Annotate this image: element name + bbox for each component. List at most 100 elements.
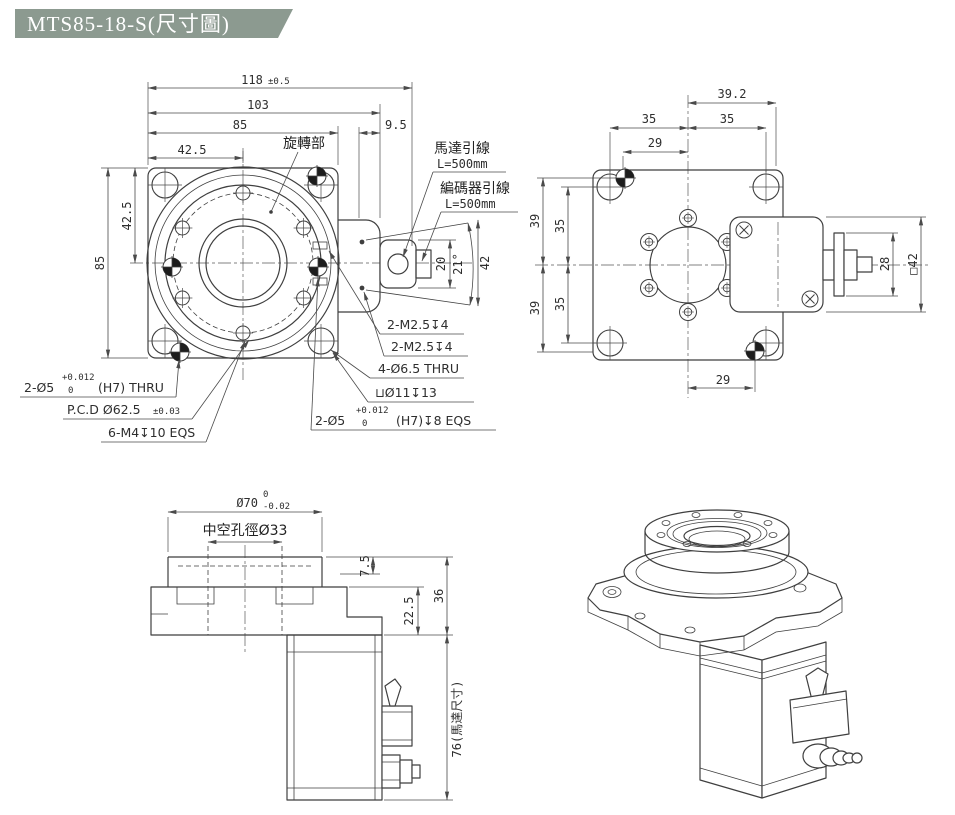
dim-22-5: 22.5 (402, 597, 416, 626)
dim-42-5-left: 42.5 (120, 202, 134, 231)
callout-pcd: P.C.D Ø62.5 (67, 402, 141, 417)
callout-m25-1: 2-M2.5↧4 (387, 317, 449, 332)
page-title: MTS85-18-S(尺寸圖) (27, 12, 230, 36)
callout-pcd-tol: ±0.03 (153, 407, 180, 417)
dim-118-tol: ±0.5 (268, 77, 290, 87)
label-motor-lead: 馬達引線 (434, 141, 490, 157)
callout-6-5-thru: 4-Ø6.5 THRU (378, 361, 459, 376)
m4-screw (293, 217, 315, 239)
motor-screw (640, 233, 658, 251)
m4-screw (232, 322, 254, 344)
corner-hole (592, 325, 628, 361)
m2-5-hole (312, 241, 328, 250)
isometric-view (587, 509, 863, 799)
datum-target (168, 340, 192, 364)
dim-35-top-right: 35 (720, 112, 734, 126)
side-connector-round (381, 754, 401, 789)
dim-39-2: 39.2 (718, 87, 747, 101)
header-banner-shape (15, 9, 293, 38)
m2-5-side-hole (359, 285, 365, 291)
callout-counterbore: ⊔Ø11↧13 (375, 385, 437, 400)
bore-step (198, 218, 288, 308)
dim-39-a: 39 (528, 214, 542, 228)
iso-ear-hole (602, 586, 622, 598)
iso-motor-front (699, 644, 763, 799)
corner-hole (147, 167, 183, 203)
side-flange-plate (150, 586, 383, 636)
iso-plate-hole (793, 583, 807, 593)
dim-29-top: 29 (648, 136, 662, 150)
m2-5-side-hole (359, 239, 365, 245)
dim-36: 36 (432, 589, 446, 603)
dim-28: 28 (878, 257, 892, 271)
iso-plate-hole (684, 626, 696, 634)
outer-ring (146, 166, 340, 360)
callout-pin2-prefix: 2-Ø5 (315, 413, 345, 428)
m4-screw (171, 287, 193, 309)
front-cable-boss (379, 239, 417, 289)
dim-21deg: 21° (451, 253, 465, 275)
dim-39-b: 39 (528, 301, 542, 315)
back-view: 39.2 35 35 29 39 39 35 35 28 □42 29 (528, 87, 930, 398)
dim-35-b: 35 (553, 297, 567, 311)
label-rotating-part: 旋轉部 (283, 136, 325, 152)
front-cable-tab (338, 219, 381, 313)
dim-70: Ø70 (236, 496, 258, 510)
motor-connector-part (833, 232, 845, 297)
callout-pin-thru-tol-bot: 0 (68, 386, 73, 396)
callout-m25-2: 2-M2.5↧4 (391, 339, 453, 354)
dim-42: 42 (478, 256, 492, 270)
motor-connector-part (856, 256, 873, 273)
dim-76-motor: 76(馬達尺寸) (450, 681, 464, 758)
iso-hollow-bore (683, 525, 751, 547)
motor-connector-part (843, 249, 858, 281)
dim-9-5: 9.5 (385, 118, 407, 132)
dim-35-a: 35 (553, 219, 567, 233)
motor-screw (640, 279, 658, 297)
side-connector-box (381, 705, 413, 747)
dim-85-top: 85 (233, 118, 247, 132)
iso-plate-hole (634, 612, 646, 620)
callout-pin-thru-tol-top: +0.012 (62, 373, 95, 383)
iso-bearing-ring (623, 545, 809, 599)
callout-m4: 6-M4↧10 EQS (108, 425, 195, 440)
callout-pin-thru-prefix: 2-Ø5 (24, 380, 54, 395)
dim-35-top-left: 35 (642, 112, 656, 126)
dim-70-tol-bot: -0.02 (263, 502, 290, 512)
front-plate (147, 167, 339, 359)
dim-42-square: □42 (906, 253, 920, 275)
dim-7-5: 7.5 (358, 555, 372, 577)
label-hollow-bore: 中空孔徑Ø33 (203, 523, 288, 539)
front-cable-gland (387, 253, 409, 275)
header-banner: MTS85-18-S(尺寸圖) (15, 9, 293, 38)
iso-connector-box (789, 690, 850, 744)
dim-42-5-top: 42.5 (178, 143, 207, 157)
datum-target (160, 255, 184, 279)
corner-hole (748, 169, 784, 205)
label-encoder-length: L=500mm (445, 197, 496, 211)
hollow-bore (205, 225, 281, 301)
datum-target (306, 255, 330, 279)
m2-5-hole (312, 277, 328, 286)
motor-screw (679, 209, 697, 227)
callout-pin2-suffix: (H7)↧8 EQS (396, 413, 471, 428)
dim-70-tol-top: 0 (263, 490, 268, 500)
phillips-screw (735, 221, 753, 239)
side-connector-lever (384, 678, 402, 707)
label-encoder-lead: 編碼器引線 (440, 181, 510, 197)
corner-hole (303, 323, 339, 359)
dim-118: 118 (241, 73, 263, 87)
side-view: Ø70 0 -0.02 中空孔徑Ø33 7.5 22.5 36 76(馬達尺寸) (150, 490, 464, 801)
label-motor-length: L=500mm (437, 157, 488, 171)
callout-pin2-tol-bot: 0 (362, 419, 367, 429)
motor-connector-part (822, 249, 835, 281)
motor-screw (679, 303, 697, 321)
front-view: 118 ±0.5 103 85 9.5 42.5 85 42.5 20 21° … (20, 73, 518, 443)
callout-pin-thru-suffix: (H7) THRU (98, 380, 164, 395)
m4-screw (171, 217, 193, 239)
m4-screw (293, 287, 315, 309)
dim-103: 103 (247, 98, 269, 112)
front-connector (415, 249, 432, 279)
m4-screw (232, 182, 254, 204)
